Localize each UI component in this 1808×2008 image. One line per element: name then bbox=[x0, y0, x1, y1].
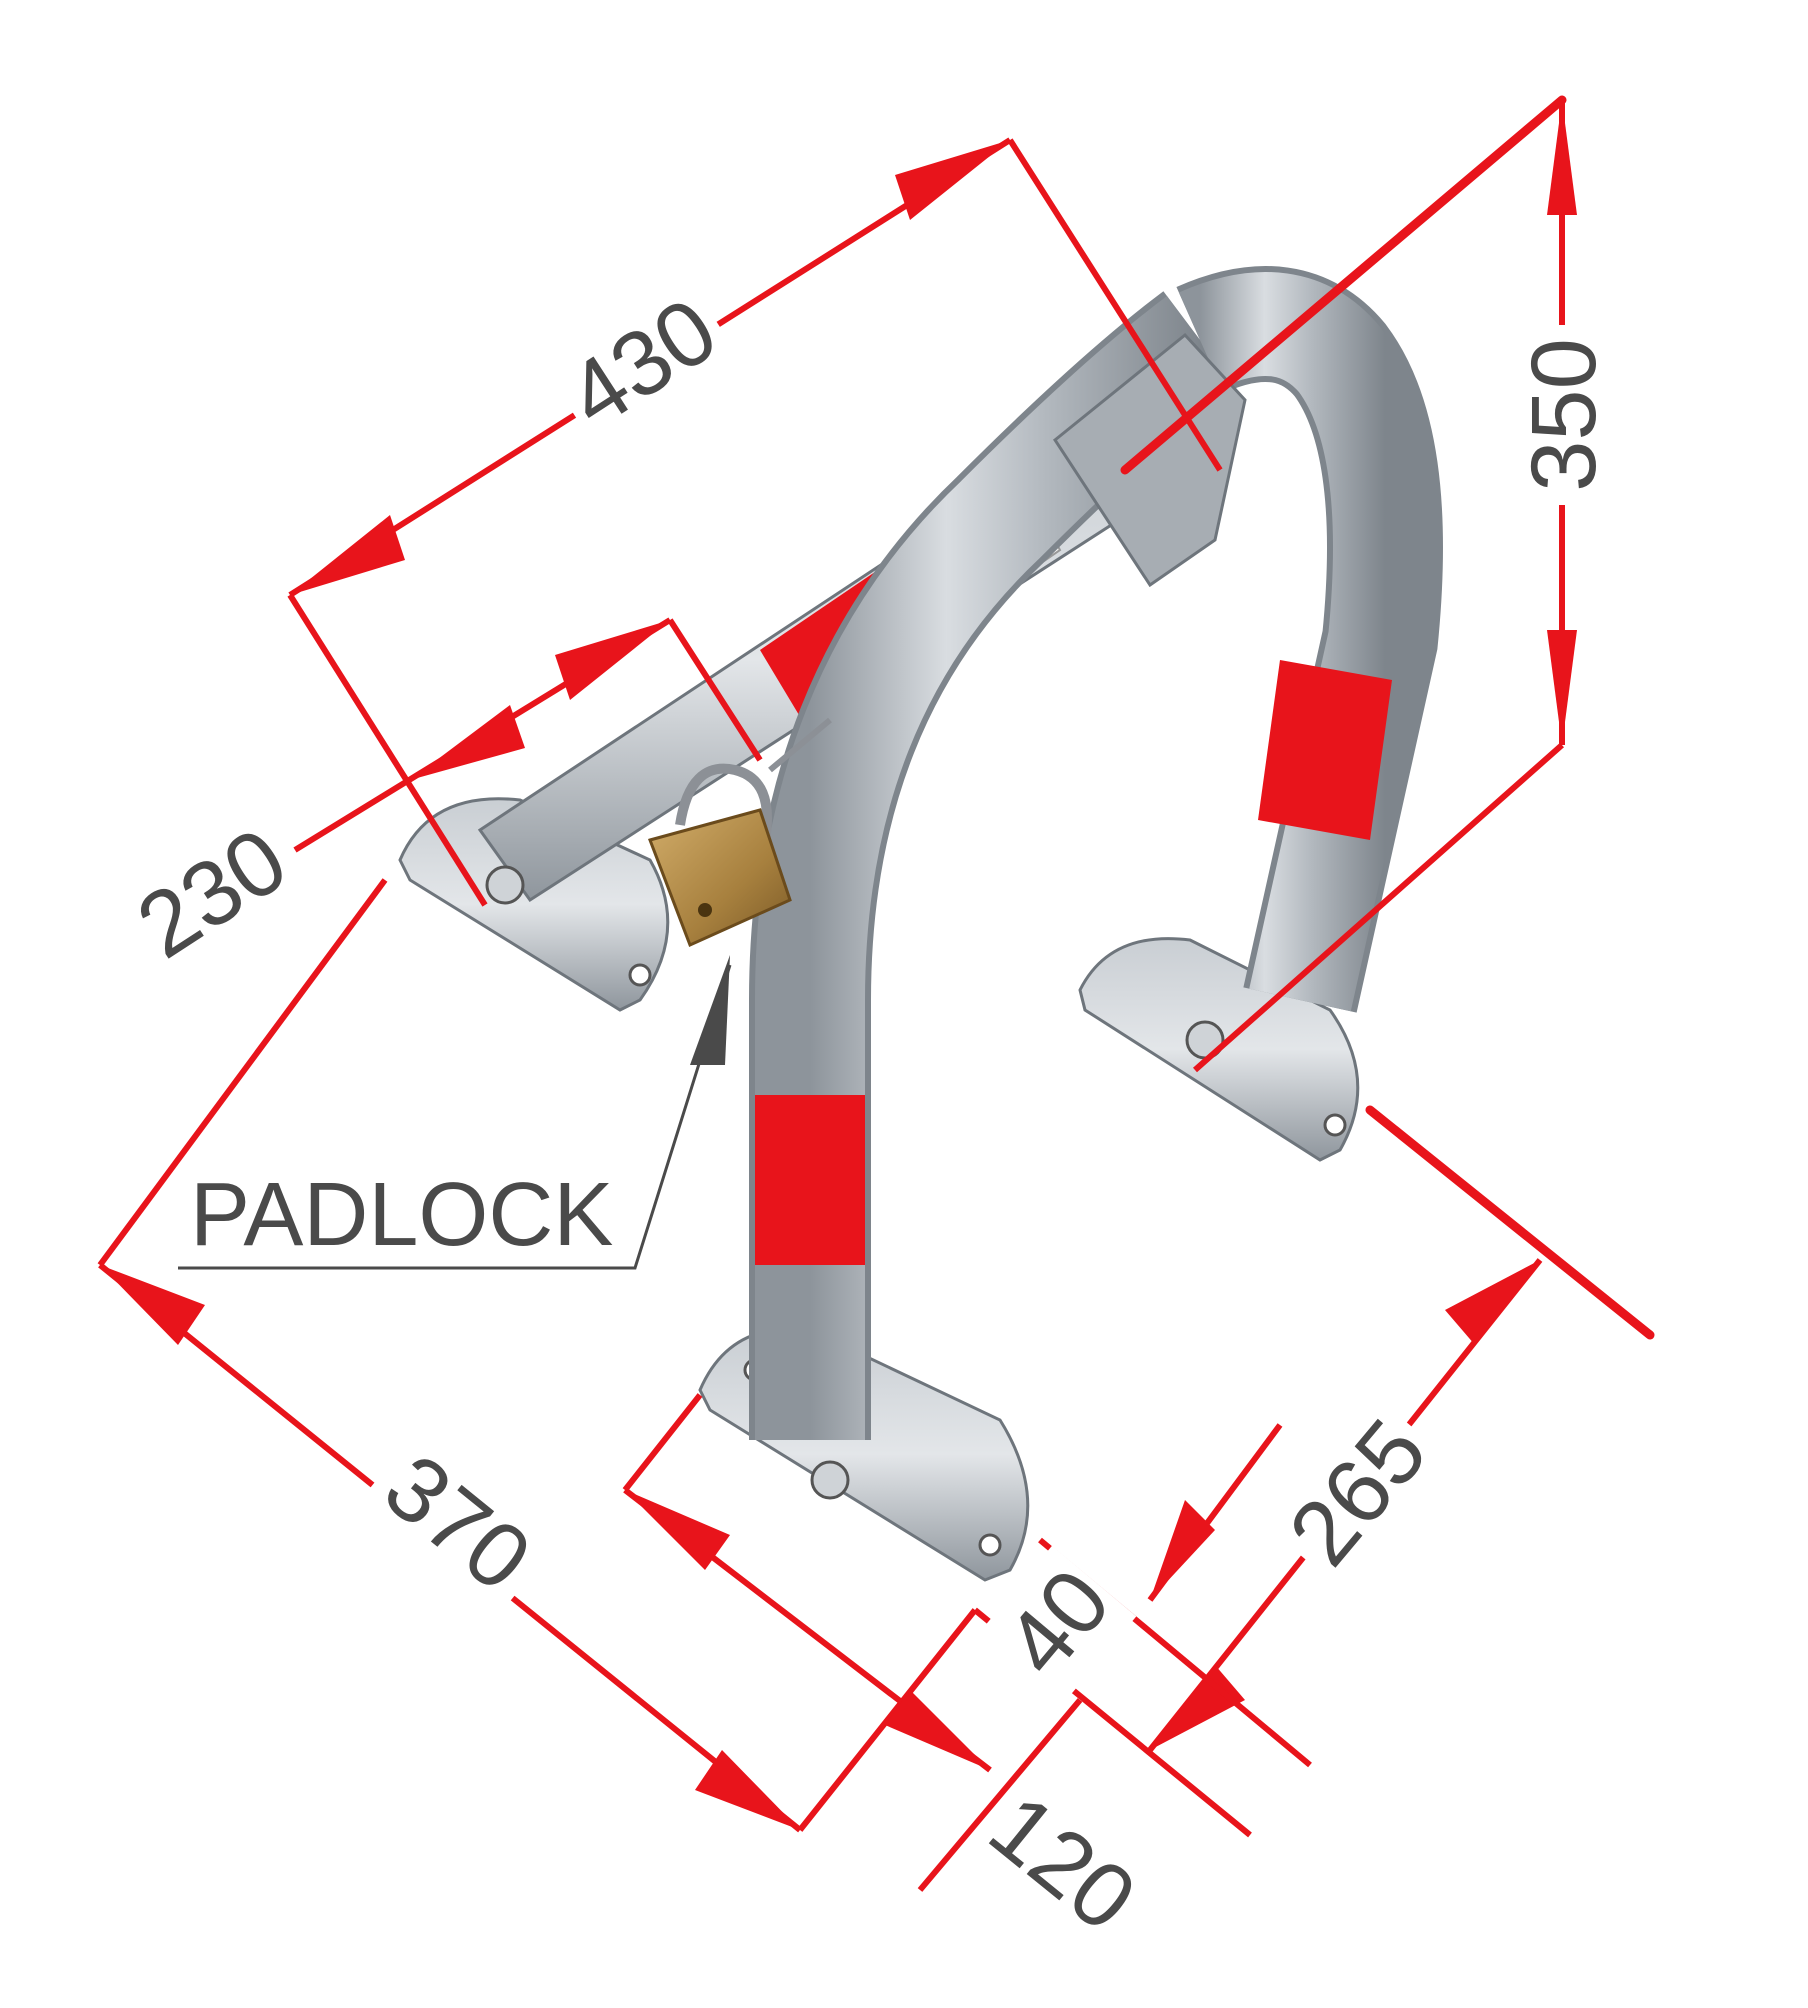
parking-barrier: ΠΑΡΚΙΝΓΚ ΕΜΠΟΔΙΟ τηλ. 210.555.1660 φαξ 2… bbox=[398, 266, 1443, 1582]
dimension-230-label: 230 bbox=[120, 809, 304, 978]
bolt-left bbox=[485, 865, 525, 905]
dimension-350-label: 350 bbox=[1513, 338, 1615, 492]
dimension-265-label: 265 bbox=[1270, 1401, 1447, 1584]
dimension-430-label: 430 bbox=[550, 279, 734, 448]
red-band-front bbox=[755, 1095, 865, 1265]
padlock-callout: PADLOCK bbox=[178, 955, 732, 1270]
dimension-350: 350 bbox=[1120, 95, 1615, 1073]
padlock bbox=[648, 717, 832, 948]
arch-tube bbox=[749, 266, 1443, 1440]
dimension-120: 120 bbox=[622, 1393, 1169, 1961]
bolt-front bbox=[810, 1460, 850, 1500]
red-band-rear bbox=[1258, 660, 1392, 840]
dimension-lines: 430 350 230 370 bbox=[97, 95, 1655, 1961]
dimension-370: 370 bbox=[97, 878, 978, 1833]
padlock-callout-label: PADLOCK bbox=[190, 1165, 613, 1265]
tube-sleeve bbox=[1053, 332, 1247, 588]
dimension-265: 265 bbox=[1147, 1105, 1655, 1752]
